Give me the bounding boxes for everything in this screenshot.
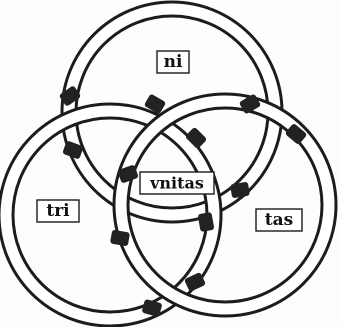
label-left-text: tri (46, 201, 70, 221)
label-right: tas (256, 209, 302, 231)
label-center: vnitas (140, 172, 214, 194)
label-left: tri (37, 200, 79, 222)
label-top-text: ni (164, 52, 183, 72)
label-top: ni (157, 51, 189, 73)
clasp-mark (230, 182, 250, 199)
label-center-text: vnitas (149, 174, 204, 193)
label-right-text: tas (265, 210, 293, 230)
